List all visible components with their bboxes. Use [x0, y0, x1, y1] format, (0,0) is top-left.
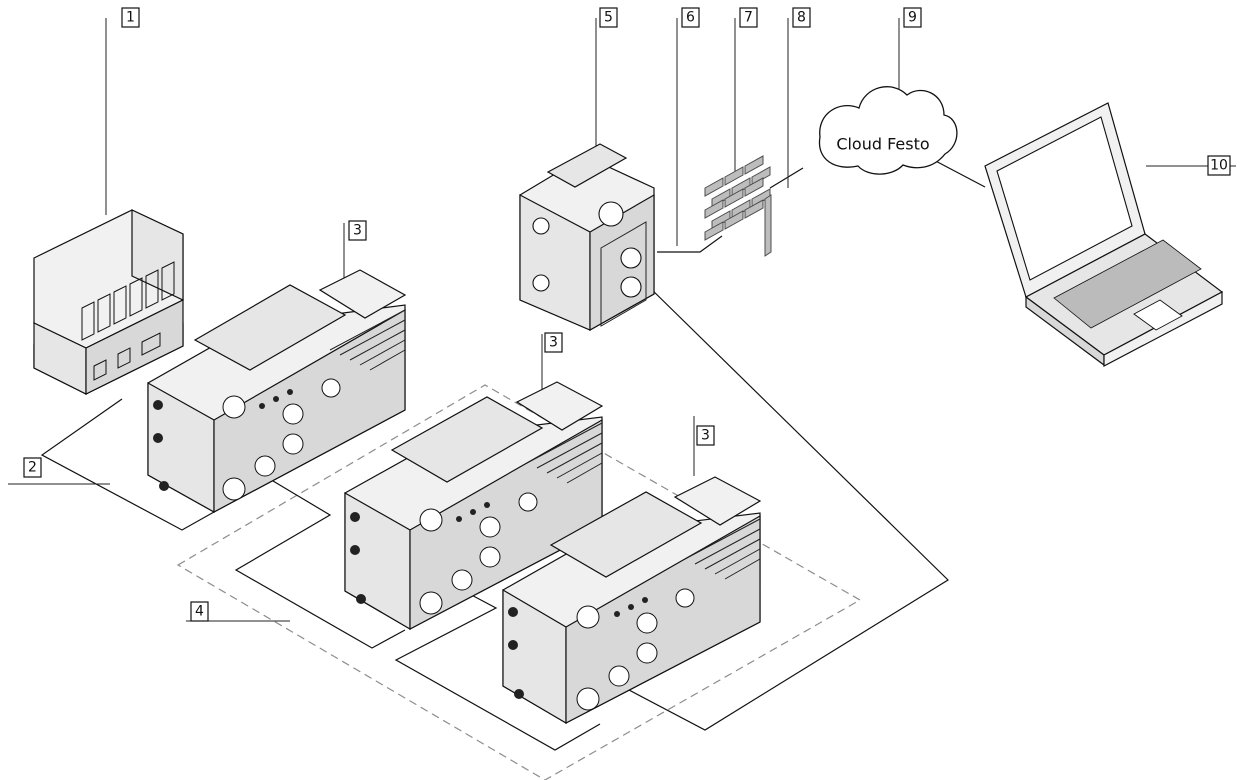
valve-terminal-1	[148, 270, 405, 512]
label-4-text: 4	[195, 604, 204, 620]
label-7: 7	[740, 8, 757, 27]
label-3a-text: 3	[353, 223, 362, 239]
cloud-shape	[819, 87, 956, 174]
label-9: 9	[904, 8, 921, 27]
label-1: 1	[122, 8, 139, 27]
label-4: 4	[191, 602, 208, 621]
label-1-text: 1	[126, 10, 135, 26]
label-2-text: 2	[28, 460, 37, 476]
label-2: 2	[24, 458, 41, 477]
label-5: 5	[600, 8, 617, 27]
laptop	[985, 103, 1222, 366]
label-6: 6	[682, 8, 699, 27]
gateway-device	[520, 144, 654, 330]
label-3c: 3	[697, 426, 714, 445]
label-3b: 3	[545, 333, 562, 352]
label-10: 10	[1208, 156, 1230, 175]
label-3b-text: 3	[549, 335, 558, 351]
label-7-text: 7	[744, 10, 753, 26]
controller-rack	[34, 210, 183, 394]
label-3c-text: 3	[701, 428, 710, 444]
label-9-text: 9	[908, 10, 917, 26]
label-5-text: 5	[604, 10, 613, 26]
cloud-label: Cloud Festo	[836, 135, 929, 154]
connection-line-firewall-to-cloud	[770, 168, 803, 188]
label-8: 8	[793, 8, 810, 27]
label-6-text: 6	[686, 10, 695, 26]
label-8-text: 8	[797, 10, 806, 26]
connection-line-gateway-to-firewall	[657, 236, 722, 252]
label-10-text: 10	[1210, 158, 1228, 174]
label-3a: 3	[349, 221, 366, 240]
